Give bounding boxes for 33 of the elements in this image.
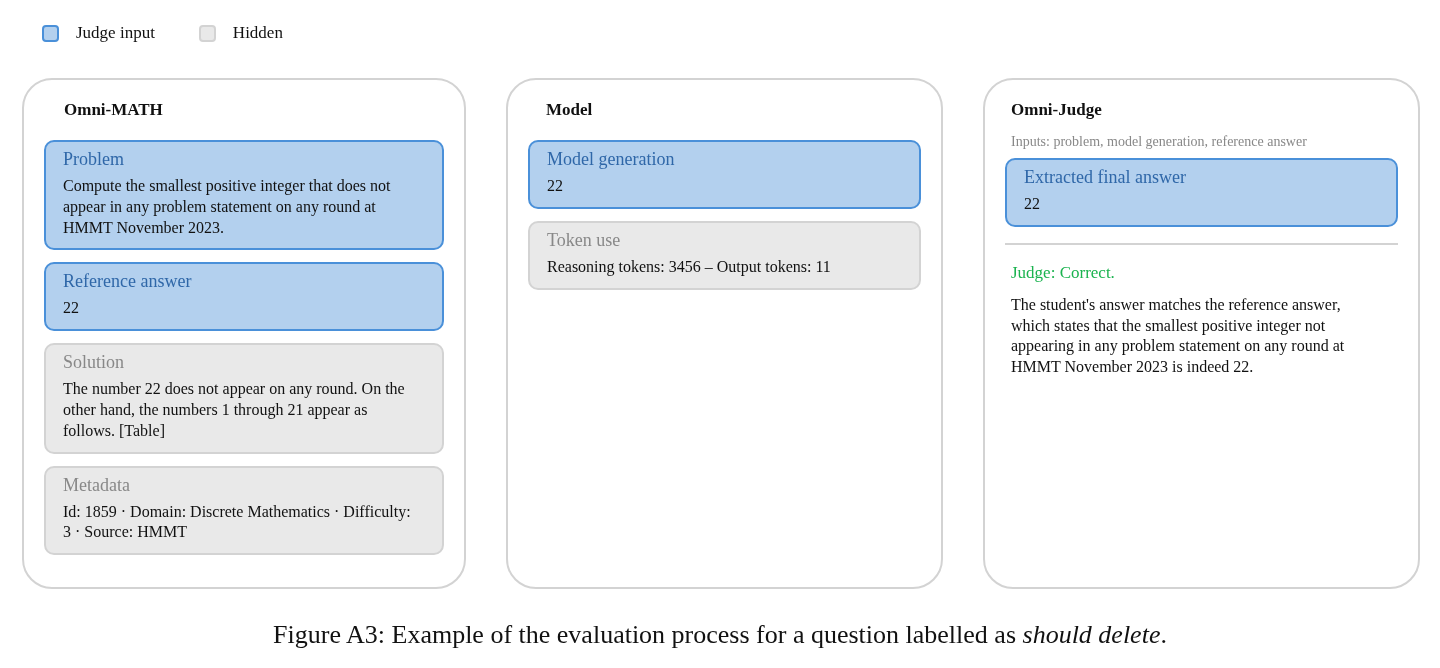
box-text: 22 <box>1024 194 1041 214</box>
box-title: Problem <box>63 149 125 170</box>
box-text: The number 22 does not appear on any round. On the other hand, the numbers 1 through 21 appear as follows. [Table] <box>63 379 406 441</box>
box-title: Extracted final answer <box>1024 167 1187 188</box>
inputs-note: Inputs: problem, model generation, reference answer <box>1011 134 1308 150</box>
judge-verdict: Judge: Correct. <box>1011 262 1116 283</box>
box-text: 22 <box>63 298 80 319</box>
box-text: Id: 1859 · Domain: Discrete Mathematics · Difficulty: 3 · Source: HMMT <box>63 501 412 543</box>
judge-input-box <box>528 140 921 209</box>
box-title: Solution <box>63 352 125 374</box>
box-text: Compute the smallest positive integer that does not appear in any problem statement on any round at HMMT November 2023. <box>63 176 392 238</box>
hidden-box <box>44 465 444 556</box>
legend-label: Judge input <box>76 23 155 43</box>
panel-card <box>983 78 1420 589</box>
box-title: Token use <box>547 229 622 251</box>
panel-card <box>506 78 943 589</box>
hidden-box <box>528 220 921 290</box>
box-title: Metadata <box>63 474 131 496</box>
box-text: Reasoning tokens: 3456 – Output tokens: 11 <box>547 256 832 278</box>
panel-card <box>22 78 466 589</box>
judge-input-box <box>44 262 444 332</box>
hidden-box <box>44 343 444 454</box>
legend-label: Hidden <box>232 23 283 43</box>
panel-heading: Omni-MATH <box>64 100 164 120</box>
box-title: Reference answer <box>63 271 193 293</box>
box-text: 22 <box>547 176 564 196</box>
judge-explanation: The student's answer matches the reference answer, which states that the smallest positive integer not appearing in any problem statement on any round at HMMT November 2023 is indeed 22. <box>1011 294 1346 378</box>
judge-input-box <box>44 140 444 251</box>
panel-heading: Omni-Judge <box>1011 100 1103 120</box>
judge-input-box <box>1005 158 1398 227</box>
box-title: Model generation <box>547 149 676 170</box>
panel-heading: Model <box>546 100 594 120</box>
figure-caption: Figure A3: Example of the evaluation process for a question labelled as should delete. <box>272 620 1168 650</box>
